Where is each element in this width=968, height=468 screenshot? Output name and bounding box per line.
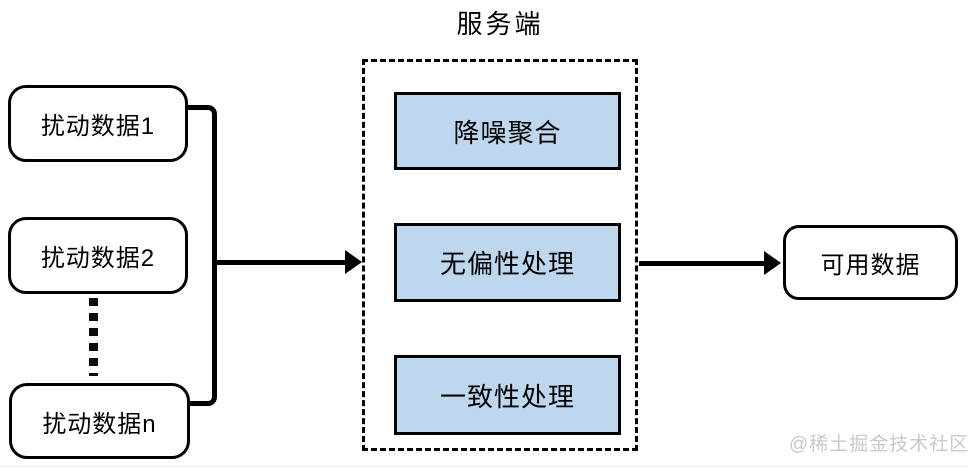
server-group-title: 服务端	[456, 9, 544, 39]
output-node-label: 可用数据	[820, 252, 921, 279]
arrow-to-output-head-icon	[764, 251, 781, 275]
arrow-to-server-head-icon	[345, 250, 362, 274]
output-node: 可用数据	[783, 225, 958, 300]
input-node-2: 扰动数据2	[8, 217, 188, 294]
bottom-edge-divider	[0, 466, 968, 467]
step-consistency-processing: 一致性处理	[394, 355, 621, 435]
step-denoise-aggregation-label: 降噪聚合	[453, 117, 562, 148]
input-node-1-label: 扰动数据1	[40, 113, 156, 140]
input-node-n-label: 扰动数据n	[42, 410, 157, 438]
input-node-2-label: 扰动数据2	[40, 245, 156, 272]
input-node-n: 扰动数据n	[9, 383, 190, 459]
arrow-to-output-line	[639, 261, 765, 266]
step-denoise-aggregation: 降噪聚合	[394, 92, 621, 170]
step-consistency-processing-label: 一致性处理	[439, 381, 575, 412]
merge-bracket-connector	[187, 105, 217, 406]
step-unbiased-processing-label: 无偏性处理	[439, 249, 575, 279]
arrow-to-server-line	[217, 260, 346, 265]
ellipsis-dots-icon	[89, 298, 98, 376]
step-unbiased-processing: 无偏性处理	[394, 223, 621, 302]
input-node-1: 扰动数据1	[8, 85, 188, 162]
watermark: @稀土掘金技术社区	[789, 434, 968, 455]
